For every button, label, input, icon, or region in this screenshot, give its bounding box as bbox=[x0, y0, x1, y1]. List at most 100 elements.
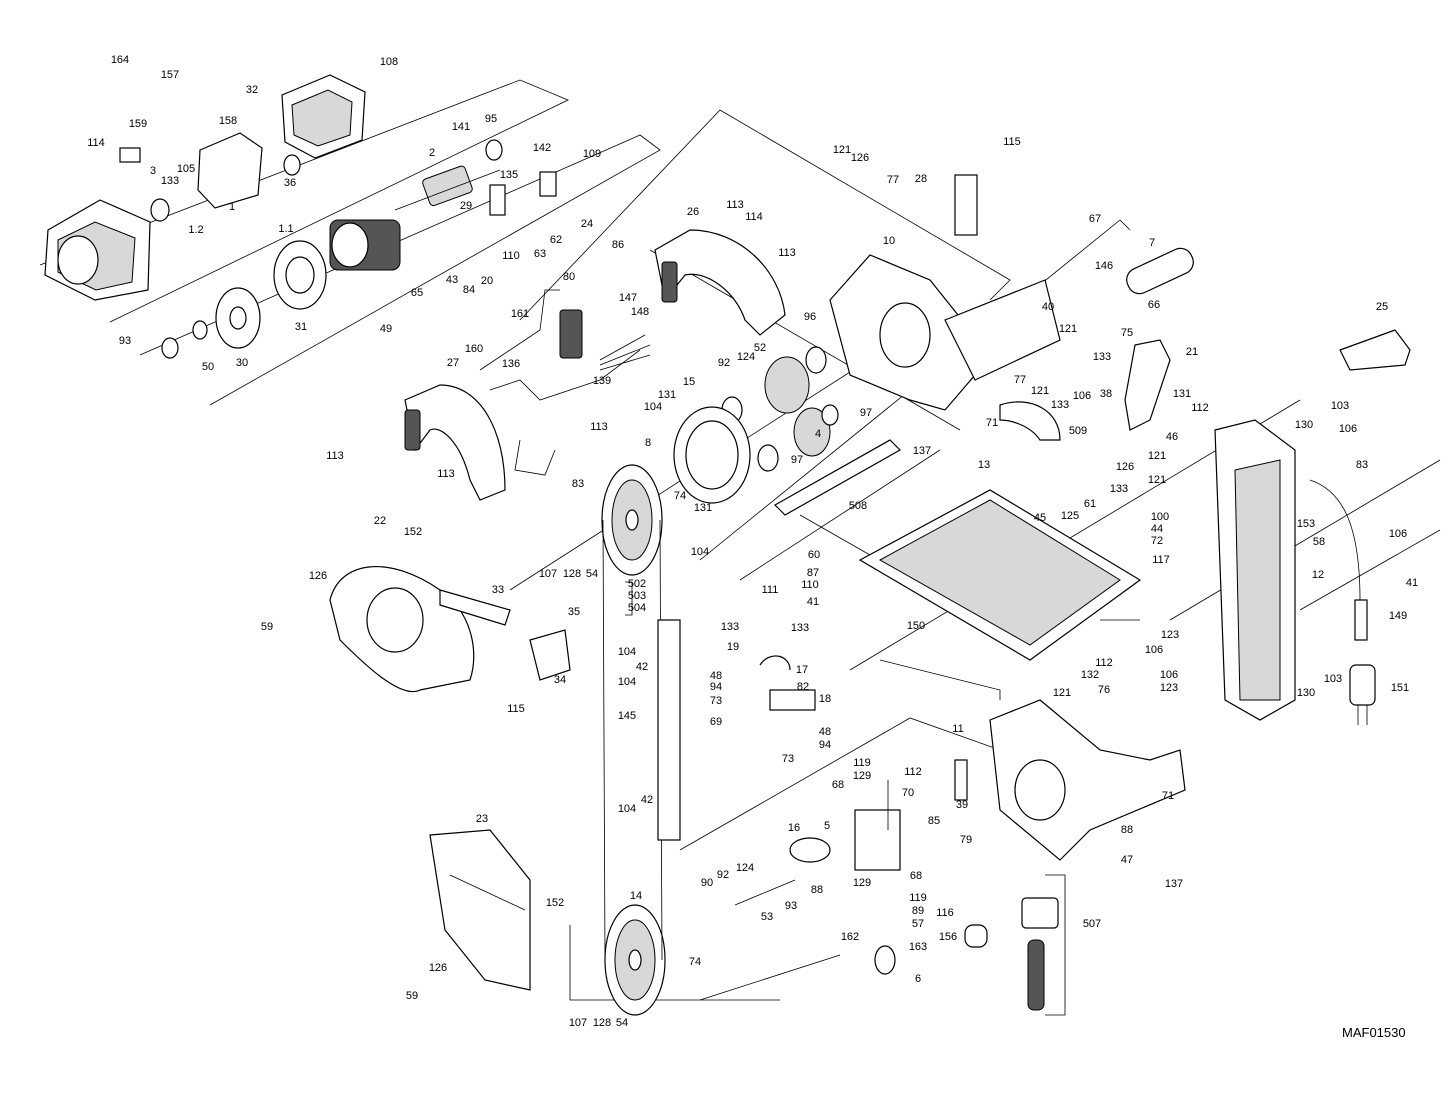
part-label: 128 bbox=[593, 1017, 611, 1029]
part-label: 137 bbox=[1165, 878, 1183, 890]
part-label: 119 bbox=[909, 892, 927, 904]
part-label: 146 bbox=[1095, 260, 1113, 272]
part-label: 73 bbox=[782, 753, 794, 765]
part-label: 130 bbox=[1295, 419, 1313, 431]
part-label: 507 bbox=[1083, 918, 1101, 930]
part-label: 49 bbox=[380, 323, 392, 335]
part-label: 126 bbox=[309, 570, 327, 582]
drawing-code: MAF01530 bbox=[1342, 1025, 1406, 1040]
part-label: 45 bbox=[1034, 512, 1046, 524]
part-label: 83 bbox=[1356, 459, 1368, 471]
part-label: 121 bbox=[1031, 385, 1049, 397]
part-label: 63 bbox=[534, 248, 546, 260]
part-label: 1.2 bbox=[188, 224, 203, 236]
part-label: 113 bbox=[326, 450, 344, 462]
part-label: 69 bbox=[710, 716, 722, 728]
part-label: 150 bbox=[907, 620, 925, 632]
part-label: 12 bbox=[1312, 569, 1324, 581]
part-label: 77 bbox=[887, 174, 899, 186]
end-bracket-158 bbox=[197, 132, 263, 209]
part-label: 15 bbox=[683, 376, 695, 388]
part-label: 123 bbox=[1160, 682, 1178, 694]
part-label: 60 bbox=[808, 549, 820, 561]
part-label: 42 bbox=[636, 661, 648, 673]
part-label: 117 bbox=[1152, 554, 1170, 566]
part-label: 162 bbox=[841, 931, 859, 943]
part-label: 82 bbox=[797, 681, 809, 693]
part-label: 133 bbox=[721, 621, 739, 633]
part-label: 129 bbox=[853, 770, 871, 782]
part-label: 106 bbox=[1160, 669, 1178, 681]
part-label: 133 bbox=[791, 622, 809, 634]
part-label: 100 bbox=[1151, 511, 1169, 523]
part-label: 115 bbox=[1003, 136, 1021, 148]
part-label: 113 bbox=[437, 468, 455, 480]
trigger-21 bbox=[1124, 339, 1171, 431]
part-label: 35 bbox=[568, 606, 580, 618]
part-label: 126 bbox=[1116, 461, 1134, 473]
part-label: 70 bbox=[902, 787, 914, 799]
part-label: 94 bbox=[710, 681, 722, 693]
part-label: 104 bbox=[618, 803, 636, 815]
part-label: 116 bbox=[936, 907, 954, 919]
part-label: 83 bbox=[572, 478, 584, 490]
part-label: 160 bbox=[465, 343, 483, 355]
cord-149 bbox=[1309, 479, 1368, 641]
part-label: 7 bbox=[1149, 237, 1155, 249]
part-label: 75 bbox=[1121, 327, 1133, 339]
part-label: 88 bbox=[811, 884, 823, 896]
part-label: 59 bbox=[406, 990, 418, 1002]
part-label: 129 bbox=[853, 877, 871, 889]
part-label: 8 bbox=[645, 437, 651, 449]
part-label: 105 bbox=[177, 163, 195, 175]
part-label: 145 bbox=[618, 710, 636, 722]
part-label: 148 bbox=[631, 306, 649, 318]
part-label: 87 bbox=[807, 567, 819, 579]
part-label: 113 bbox=[726, 199, 744, 211]
part-label: 59 bbox=[261, 621, 273, 633]
armature bbox=[394, 165, 501, 211]
part-label: 71 bbox=[1162, 790, 1174, 802]
part-label: 44 bbox=[1151, 523, 1163, 535]
part-label: 88 bbox=[1121, 824, 1133, 836]
part-label: 133 bbox=[1093, 351, 1111, 363]
gear-cover-26 bbox=[654, 229, 786, 336]
part-label: 131 bbox=[694, 502, 712, 514]
part-label: 121 bbox=[1053, 687, 1071, 699]
part-label: 133 bbox=[161, 175, 179, 187]
part-label: 38 bbox=[1100, 388, 1112, 400]
part-label: 22 bbox=[374, 515, 386, 527]
part-label: 77 bbox=[1014, 374, 1026, 386]
part-label: 509 bbox=[1069, 425, 1087, 437]
part-label: 1.1 bbox=[278, 223, 293, 235]
part-label: 68 bbox=[910, 870, 922, 882]
plug-151 bbox=[1349, 664, 1376, 725]
part-label: 121 bbox=[1148, 474, 1166, 486]
part-label: 66 bbox=[1148, 299, 1160, 311]
idler-wheel-14 bbox=[604, 904, 666, 1016]
part-label: 151 bbox=[1391, 682, 1409, 694]
part-label: 30 bbox=[236, 357, 248, 369]
lower-frame-11 bbox=[989, 699, 1186, 861]
part-label: 103 bbox=[1324, 673, 1342, 685]
brush-holder-32 bbox=[281, 74, 366, 159]
part-label: 74 bbox=[689, 956, 701, 968]
part-label: 54 bbox=[616, 1017, 628, 1029]
part-label: 163 bbox=[909, 941, 927, 953]
part-label: 36 bbox=[284, 177, 296, 189]
part-label: 61 bbox=[1084, 498, 1096, 510]
part-label: 156 bbox=[939, 931, 957, 943]
part-label: 80 bbox=[563, 271, 575, 283]
part-label: 62 bbox=[550, 234, 562, 246]
part-label: 54 bbox=[586, 568, 598, 580]
part-label: 124 bbox=[736, 862, 754, 874]
part-label: 504 bbox=[628, 602, 646, 614]
gear-train bbox=[721, 346, 839, 472]
part-label: 125 bbox=[1061, 510, 1079, 522]
part-label: 19 bbox=[727, 641, 739, 653]
part-label: 110 bbox=[502, 250, 520, 262]
part-label: 11 bbox=[952, 723, 963, 735]
part-label: 16 bbox=[788, 822, 800, 834]
part-label: 68 bbox=[832, 779, 844, 791]
part-label: 74 bbox=[674, 490, 686, 502]
